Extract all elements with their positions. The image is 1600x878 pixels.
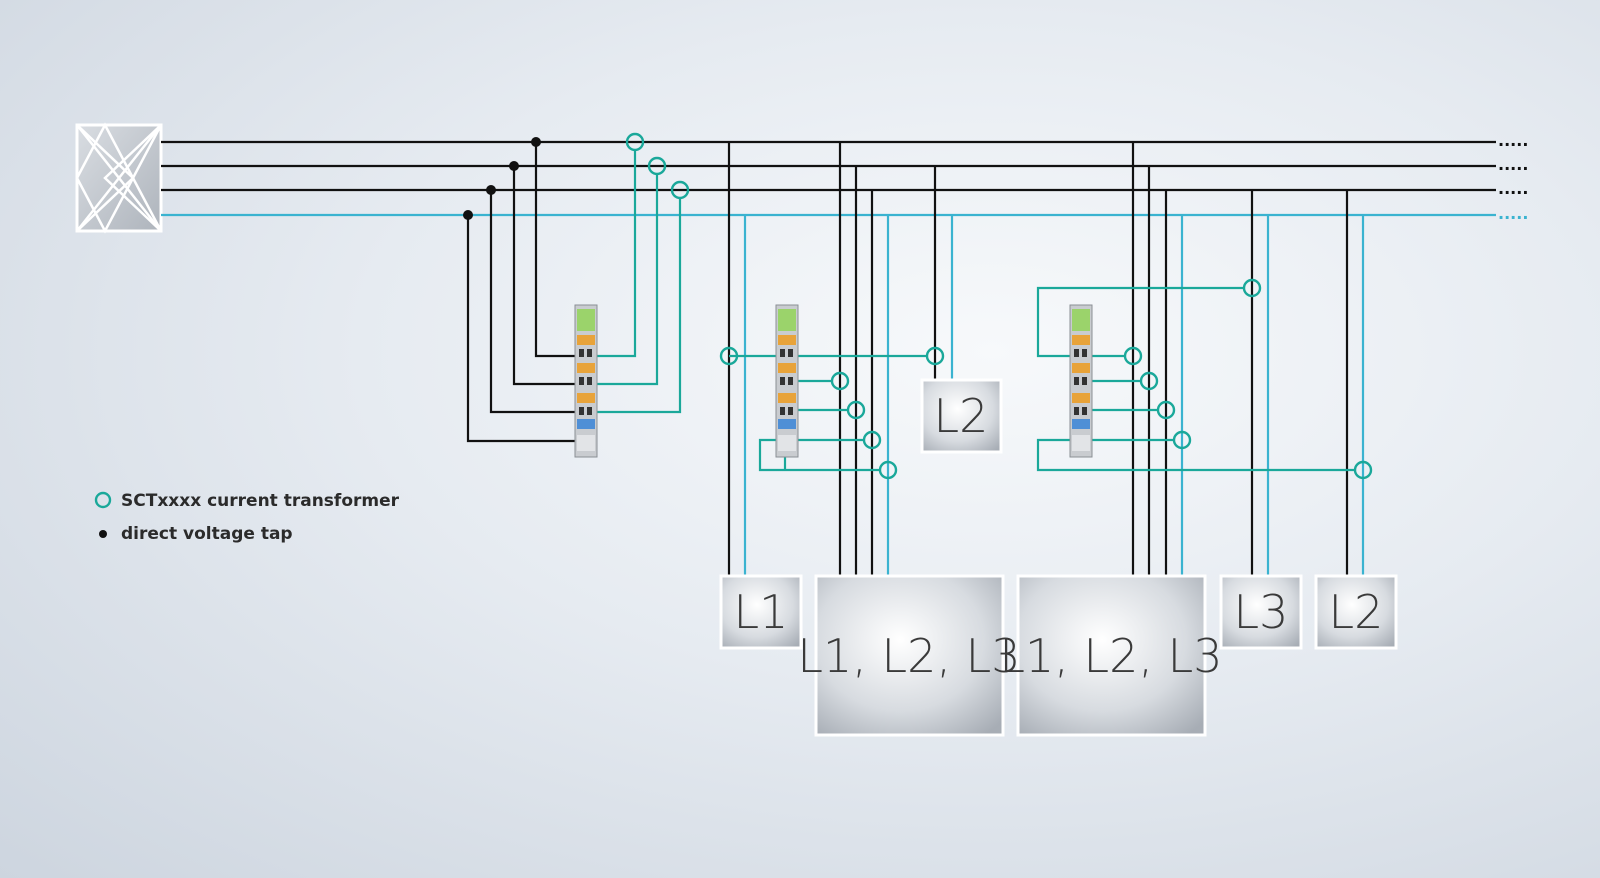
svg-text:L1, L2, L3: L1, L2, L3 [999,629,1222,683]
svg-text:.....: ..... [1498,204,1528,223]
current-transformers [625,132,1373,480]
svg-text:.....: ..... [1498,155,1528,174]
ct-legend-icon [94,491,112,509]
legend-tap-label: direct voltage tap [121,524,293,544]
svg-text:L1, L2, L3: L1, L2, L3 [797,629,1020,683]
legend: SCTxxxx current transformer direct volta… [94,491,400,544]
terminal-1-wiring [466,142,682,443]
bus-continuation: ..... ..... ..... ..... [1498,131,1528,223]
load-box-l123-a: L1, L2, L3 [797,574,1021,737]
svg-text:L2: L2 [1329,585,1384,639]
load-box-l1: L1 [719,574,803,650]
svg-text:.....: ..... [1498,131,1528,150]
svg-text:.....: ..... [1498,179,1528,198]
load-box-l2-right: L2 [1314,574,1398,650]
load-box-l3: L3 [1219,574,1303,650]
tap-legend-icon [99,530,107,538]
terminal-2-wiring [729,354,927,472]
load-box-l123-b: L1, L2, L3 [999,574,1223,737]
load-box-l2-top: L2 [920,378,1003,454]
load-feed-lines [727,142,1365,576]
bus-lines [161,140,1496,217]
voltage-taps [463,137,541,220]
svg-text:L1: L1 [734,585,789,639]
measurement-terminal-icon [1069,304,1093,458]
legend-ct-label: SCTxxxx current transformer [121,491,400,511]
measurement-terminal-icon [775,304,799,458]
svg-text:L3: L3 [1234,585,1289,639]
svg-text:L2: L2 [934,389,989,443]
grid-supply-icon [75,122,163,234]
measurement-terminal-icon [574,304,598,458]
